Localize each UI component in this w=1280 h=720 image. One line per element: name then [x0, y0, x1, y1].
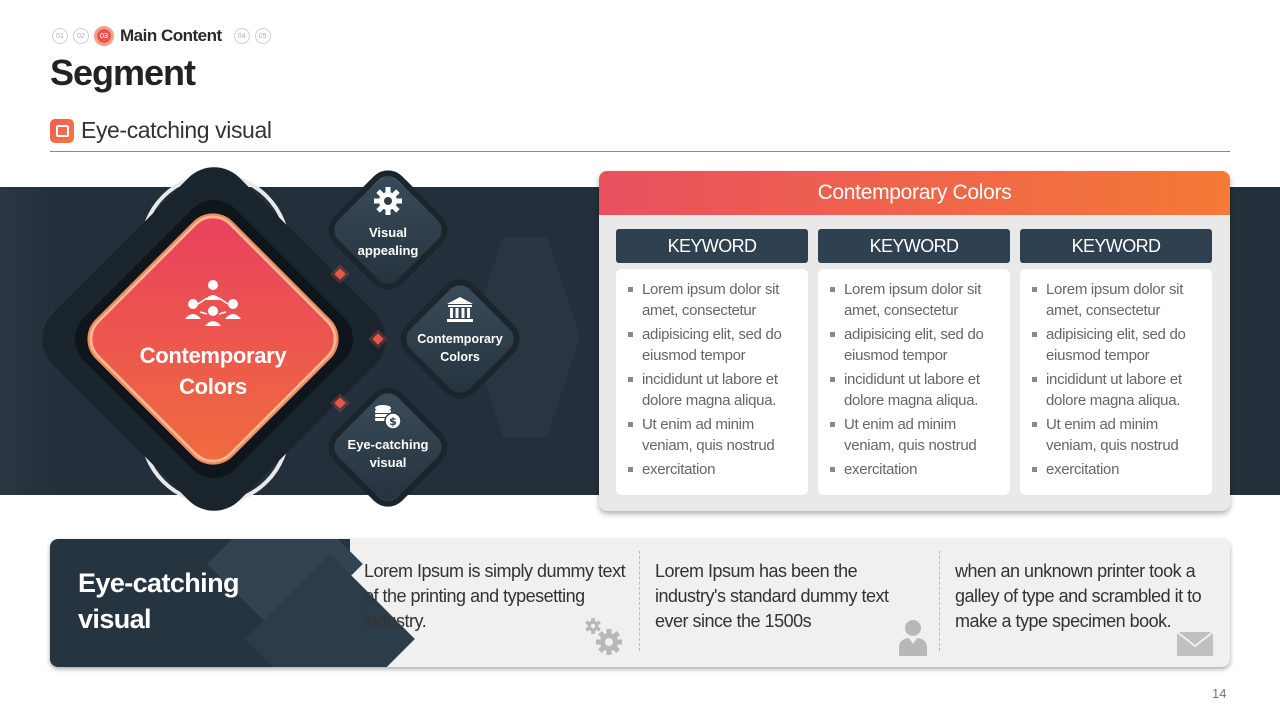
bottom-title: Eye-catching visual — [78, 565, 239, 637]
card-title: Contemporary Colors — [599, 171, 1230, 215]
keyword-header-3: KEYWORD — [1020, 229, 1212, 263]
list-item: adipisicing elit, sed do eiusmod tempor — [830, 324, 1002, 366]
bank-icon — [447, 297, 473, 322]
keyword-header-2: KEYWORD — [818, 229, 1010, 263]
coins-icon: $ — [375, 405, 402, 430]
bottom-title-block: Eye-catching visual — [50, 539, 415, 667]
bottom-divider-1 — [639, 551, 640, 651]
keyword-body-3: Lorem ipsum dolor sit amet, consectetur … — [1020, 269, 1212, 495]
breadcrumb-step-3-active[interactable]: 03 — [94, 26, 114, 46]
keyword-column-2: KEYWORD Lorem ipsum dolor sit amet, cons… — [818, 229, 1010, 495]
keyword-header-1: KEYWORD — [616, 229, 808, 263]
bottom-title-line2: visual — [78, 604, 152, 634]
breadcrumb-step-5[interactable]: 05 — [254, 28, 271, 44]
list-item: incididunt ut labore et dolore magna ali… — [628, 369, 800, 411]
square-bullet-icon — [50, 118, 74, 143]
bottom-title-line1: Eye-catching — [78, 568, 239, 598]
keyword-column-3: KEYWORD Lorem ipsum dolor sit amet, cons… — [1020, 229, 1212, 495]
satellite-2-content: Contemporary Colors — [395, 296, 525, 366]
satellite-2-label-line2: Colors — [440, 350, 480, 364]
section-title: Eye-catching visual — [81, 117, 272, 143]
list-item: Ut enim ad minim veniam, quis nostrud — [1032, 414, 1204, 456]
main-diamond-label-line1: Contemporary — [139, 343, 287, 368]
gear-icon — [374, 187, 402, 215]
list-item: Lorem ipsum dolor sit amet, consectetur — [830, 279, 1002, 321]
breadcrumb-active-label: Main Content — [120, 26, 222, 45]
envelope-icon — [1176, 631, 1214, 656]
list-item: exercitation — [830, 459, 1002, 480]
people-network-icon — [185, 280, 241, 326]
list-item: adipisicing elit, sed do eiusmod tempor — [1032, 324, 1204, 366]
list-item: Lorem ipsum dolor sit amet, consectetur — [1032, 279, 1204, 321]
person-icon — [899, 620, 927, 656]
satellite-1-content: Visual appealing — [323, 186, 453, 260]
keyword-column-1: KEYWORD Lorem ipsum dolor sit amet, cons… — [616, 229, 808, 495]
main-diamond-label-line2: Colors — [179, 374, 247, 399]
list-item: incididunt ut labore et dolore magna ali… — [830, 369, 1002, 411]
section-heading: Eye-catching visual — [50, 117, 272, 144]
satellite-2-label-line1: Contemporary — [417, 332, 503, 346]
colors-card: Contemporary Colors KEYWORD Lorem ipsum … — [599, 171, 1230, 511]
satellite-3-label-line1: Eye-catching — [347, 437, 429, 452]
satellite-3-content: $ Eye-catching visual — [323, 404, 453, 472]
keyword-body-1: Lorem ipsum dolor sit amet, consectetur … — [616, 269, 808, 495]
section-divider — [50, 151, 1230, 152]
satellite-1-label-line2: appealing — [357, 243, 419, 258]
bottom-text-3: when an unknown printer took a galley of… — [955, 561, 1202, 631]
list-item: Lorem ipsum dolor sit amet, consectetur — [628, 279, 800, 321]
list-item: adipisicing elit, sed do eiusmod tempor — [628, 324, 800, 366]
breadcrumb-step-1[interactable]: 01 — [52, 28, 68, 44]
keyword-body-2: Lorem ipsum dolor sit amet, consectetur … — [818, 269, 1010, 495]
page-number: 14 — [1212, 686, 1227, 701]
bottom-text-2: Lorem Ipsum has been the industry's stan… — [655, 561, 889, 631]
breadcrumb-step-2[interactable]: 02 — [73, 28, 89, 44]
bottom-divider-2 — [939, 551, 940, 651]
keyword-columns: KEYWORD Lorem ipsum dolor sit amet, cons… — [616, 229, 1212, 495]
main-diamond-content: Contemporary Colors — [118, 250, 308, 430]
list-item: exercitation — [628, 459, 800, 480]
svg-text:$: $ — [389, 415, 397, 428]
list-item: incididunt ut labore et dolore magna ali… — [1032, 369, 1204, 411]
satellite-1-label-line1: Visual — [368, 225, 408, 240]
list-item: exercitation — [1032, 459, 1204, 480]
bottom-panel: Eye-catching visual Lorem Ipsum is simpl… — [50, 539, 1230, 667]
satellite-3-label-line2: visual — [369, 455, 407, 470]
breadcrumb: 01 02 03 Main Content 04 05 — [52, 24, 276, 48]
list-item: Ut enim ad minim veniam, quis nostrud — [628, 414, 800, 456]
bottom-text-1: Lorem Ipsum is simply dummy text of the … — [364, 561, 626, 631]
page-title: Segment — [50, 52, 196, 93]
breadcrumb-step-4[interactable]: 04 — [233, 28, 250, 44]
gears-icon — [585, 618, 622, 655]
list-item: Ut enim ad minim veniam, quis nostrud — [830, 414, 1002, 456]
